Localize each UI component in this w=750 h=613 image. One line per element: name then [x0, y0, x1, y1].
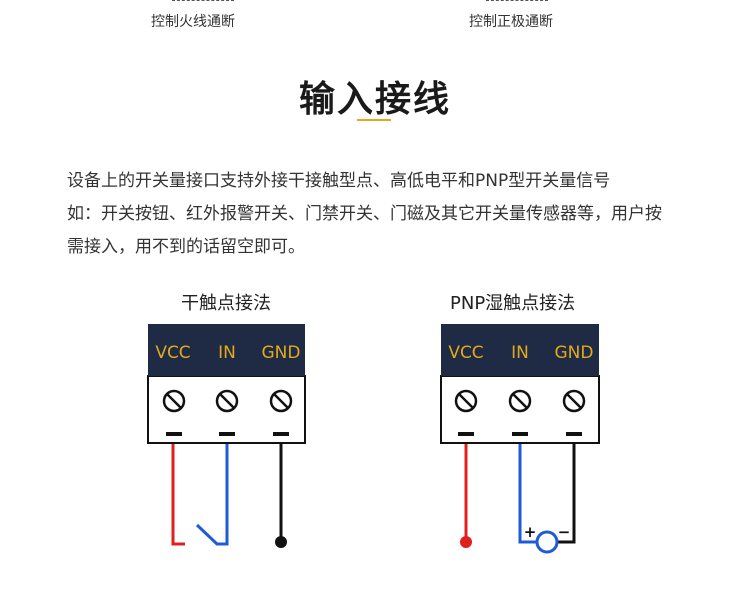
terminal-label-vcc: VCC	[448, 343, 483, 363]
terminal-screw-icon	[454, 389, 478, 413]
gnd-terminal-dot	[275, 536, 287, 548]
terminal-label-in: IN	[511, 343, 529, 363]
terminal-slot	[166, 432, 182, 436]
terminal-block-body	[440, 375, 600, 444]
terminal-slot	[566, 432, 582, 436]
terminal-slot	[458, 432, 474, 436]
description-line-1: 设备上的开关量接口支持外接干接触型点、高低电平和PNP型开关量信号	[67, 171, 611, 191]
terminal-screw-icon	[508, 389, 532, 413]
terminal-slot	[273, 432, 289, 436]
dry-contact-diagram: VCC IN GND	[147, 324, 306, 548]
terminal-screw-icon	[269, 389, 293, 413]
terminal-screw-icon	[215, 389, 239, 413]
description-line-3: 需接入，用不到的话留空即可。	[67, 237, 305, 257]
terminal-slot	[512, 432, 528, 436]
terminal-label-gnd: GND	[262, 343, 301, 363]
title-underline	[357, 119, 391, 121]
caption-right: 控制正极通断	[469, 14, 553, 30]
caption-left: 控制火线通断	[151, 14, 235, 30]
minus-sign: −	[558, 523, 571, 541]
terminal-label-in: IN	[218, 343, 236, 363]
signal-source-icon	[535, 530, 559, 554]
terminal-label-vcc: VCC	[155, 343, 190, 363]
description-line-2: 如：开关按钮、红外报警开关、门禁开关、门磁及其它开关量传感器等，用户按	[67, 204, 662, 224]
in-wire	[195, 444, 229, 546]
vcc-terminal-dot	[460, 536, 472, 548]
dry-contact-title: 干触点接法	[181, 293, 271, 314]
pnp-wet-contact-diagram: VCC IN GND + −	[440, 324, 600, 554]
section-title: 输入接线	[298, 79, 451, 120]
terminal-label-gnd: GND	[555, 343, 594, 363]
plus-sign: +	[524, 523, 537, 541]
terminal-block-header	[148, 324, 305, 376]
pnp-wet-contact-title: PNP湿触点接法	[450, 293, 576, 314]
terminal-slot	[219, 432, 235, 436]
caption-dash-right	[486, 0, 548, 1]
terminal-block-header	[441, 324, 599, 376]
terminal-screw-icon	[162, 389, 186, 413]
gnd-wire	[557, 444, 576, 544]
vcc-wire	[171, 444, 185, 546]
terminal-screw-icon	[562, 389, 586, 413]
caption-dash-left	[172, 0, 234, 1]
in-wire	[518, 444, 537, 544]
